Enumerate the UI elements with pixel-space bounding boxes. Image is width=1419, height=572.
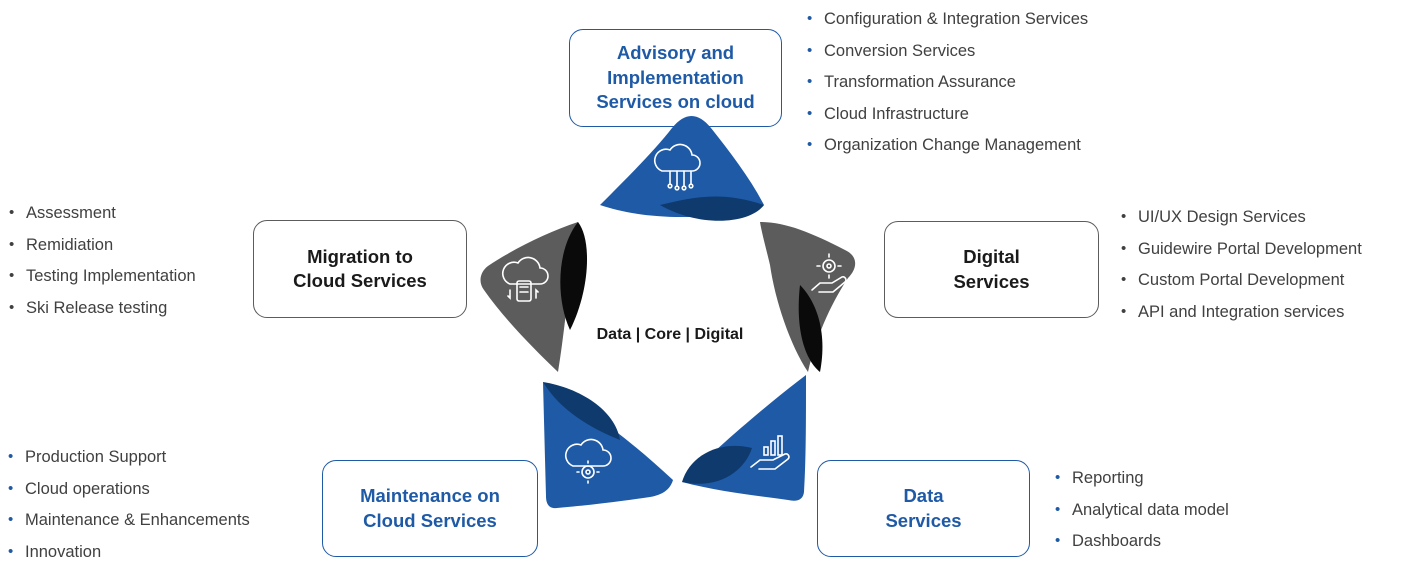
list-item: Assessment	[6, 202, 196, 234]
migration-box: Migration to Cloud Services	[253, 220, 467, 318]
list-item: Conversion Services	[804, 40, 1088, 72]
list-item: Dashboards	[1052, 530, 1229, 562]
advisory-box-title: Advisory and Implementation Services on …	[596, 41, 754, 114]
data-list: Reporting Analytical data model Dashboar…	[1052, 467, 1229, 562]
petal-data	[682, 375, 806, 501]
digital-box: Digital Services	[884, 221, 1099, 318]
petal-digital	[760, 222, 855, 372]
list-item: Remidiation	[6, 234, 196, 266]
list-item: UI/UX Design Services	[1118, 206, 1362, 238]
advisory-list: Configuration & Integration Services Con…	[804, 8, 1088, 166]
list-item: Testing Implementation	[6, 265, 196, 297]
migration-box-title: Migration to Cloud Services	[293, 245, 427, 294]
list-item: Analytical data model	[1052, 499, 1229, 531]
data-box: Data Services	[817, 460, 1030, 557]
list-item: Cloud Infrastructure	[804, 103, 1088, 135]
digital-list: UI/UX Design Services Guidewire Portal D…	[1118, 206, 1362, 332]
maintenance-box: Maintenance on Cloud Services	[322, 460, 538, 557]
list-item: Reporting	[1052, 467, 1229, 499]
maintenance-box-title: Maintenance on Cloud Services	[360, 484, 500, 533]
list-item: API and Integration services	[1118, 301, 1362, 333]
list-item: Production Support	[5, 446, 250, 478]
list-item: Custom Portal Development	[1118, 269, 1362, 301]
list-item: Configuration & Integration Services	[804, 8, 1088, 40]
maintenance-list: Production Support Cloud operations Main…	[5, 446, 250, 572]
digital-box-title: Digital Services	[953, 245, 1029, 294]
list-item: Maintenance & Enhancements	[5, 509, 250, 541]
list-item: Organization Change Management	[804, 134, 1088, 166]
list-item: Transformation Assurance	[804, 71, 1088, 103]
center-label: Data | Core | Digital	[560, 326, 780, 344]
migration-list: Assessment Remidiation Testing Implement…	[6, 202, 196, 328]
advisory-box: Advisory and Implementation Services on …	[569, 29, 782, 127]
petal-migration	[481, 222, 588, 372]
list-item: Innovation	[5, 541, 250, 572]
list-item: Guidewire Portal Development	[1118, 238, 1362, 270]
petal-advisory	[600, 116, 764, 221]
list-item: Ski Release testing	[6, 297, 196, 329]
data-box-title: Data Services	[885, 484, 961, 533]
petal-maintenance	[543, 382, 673, 508]
list-item: Cloud operations	[5, 478, 250, 510]
